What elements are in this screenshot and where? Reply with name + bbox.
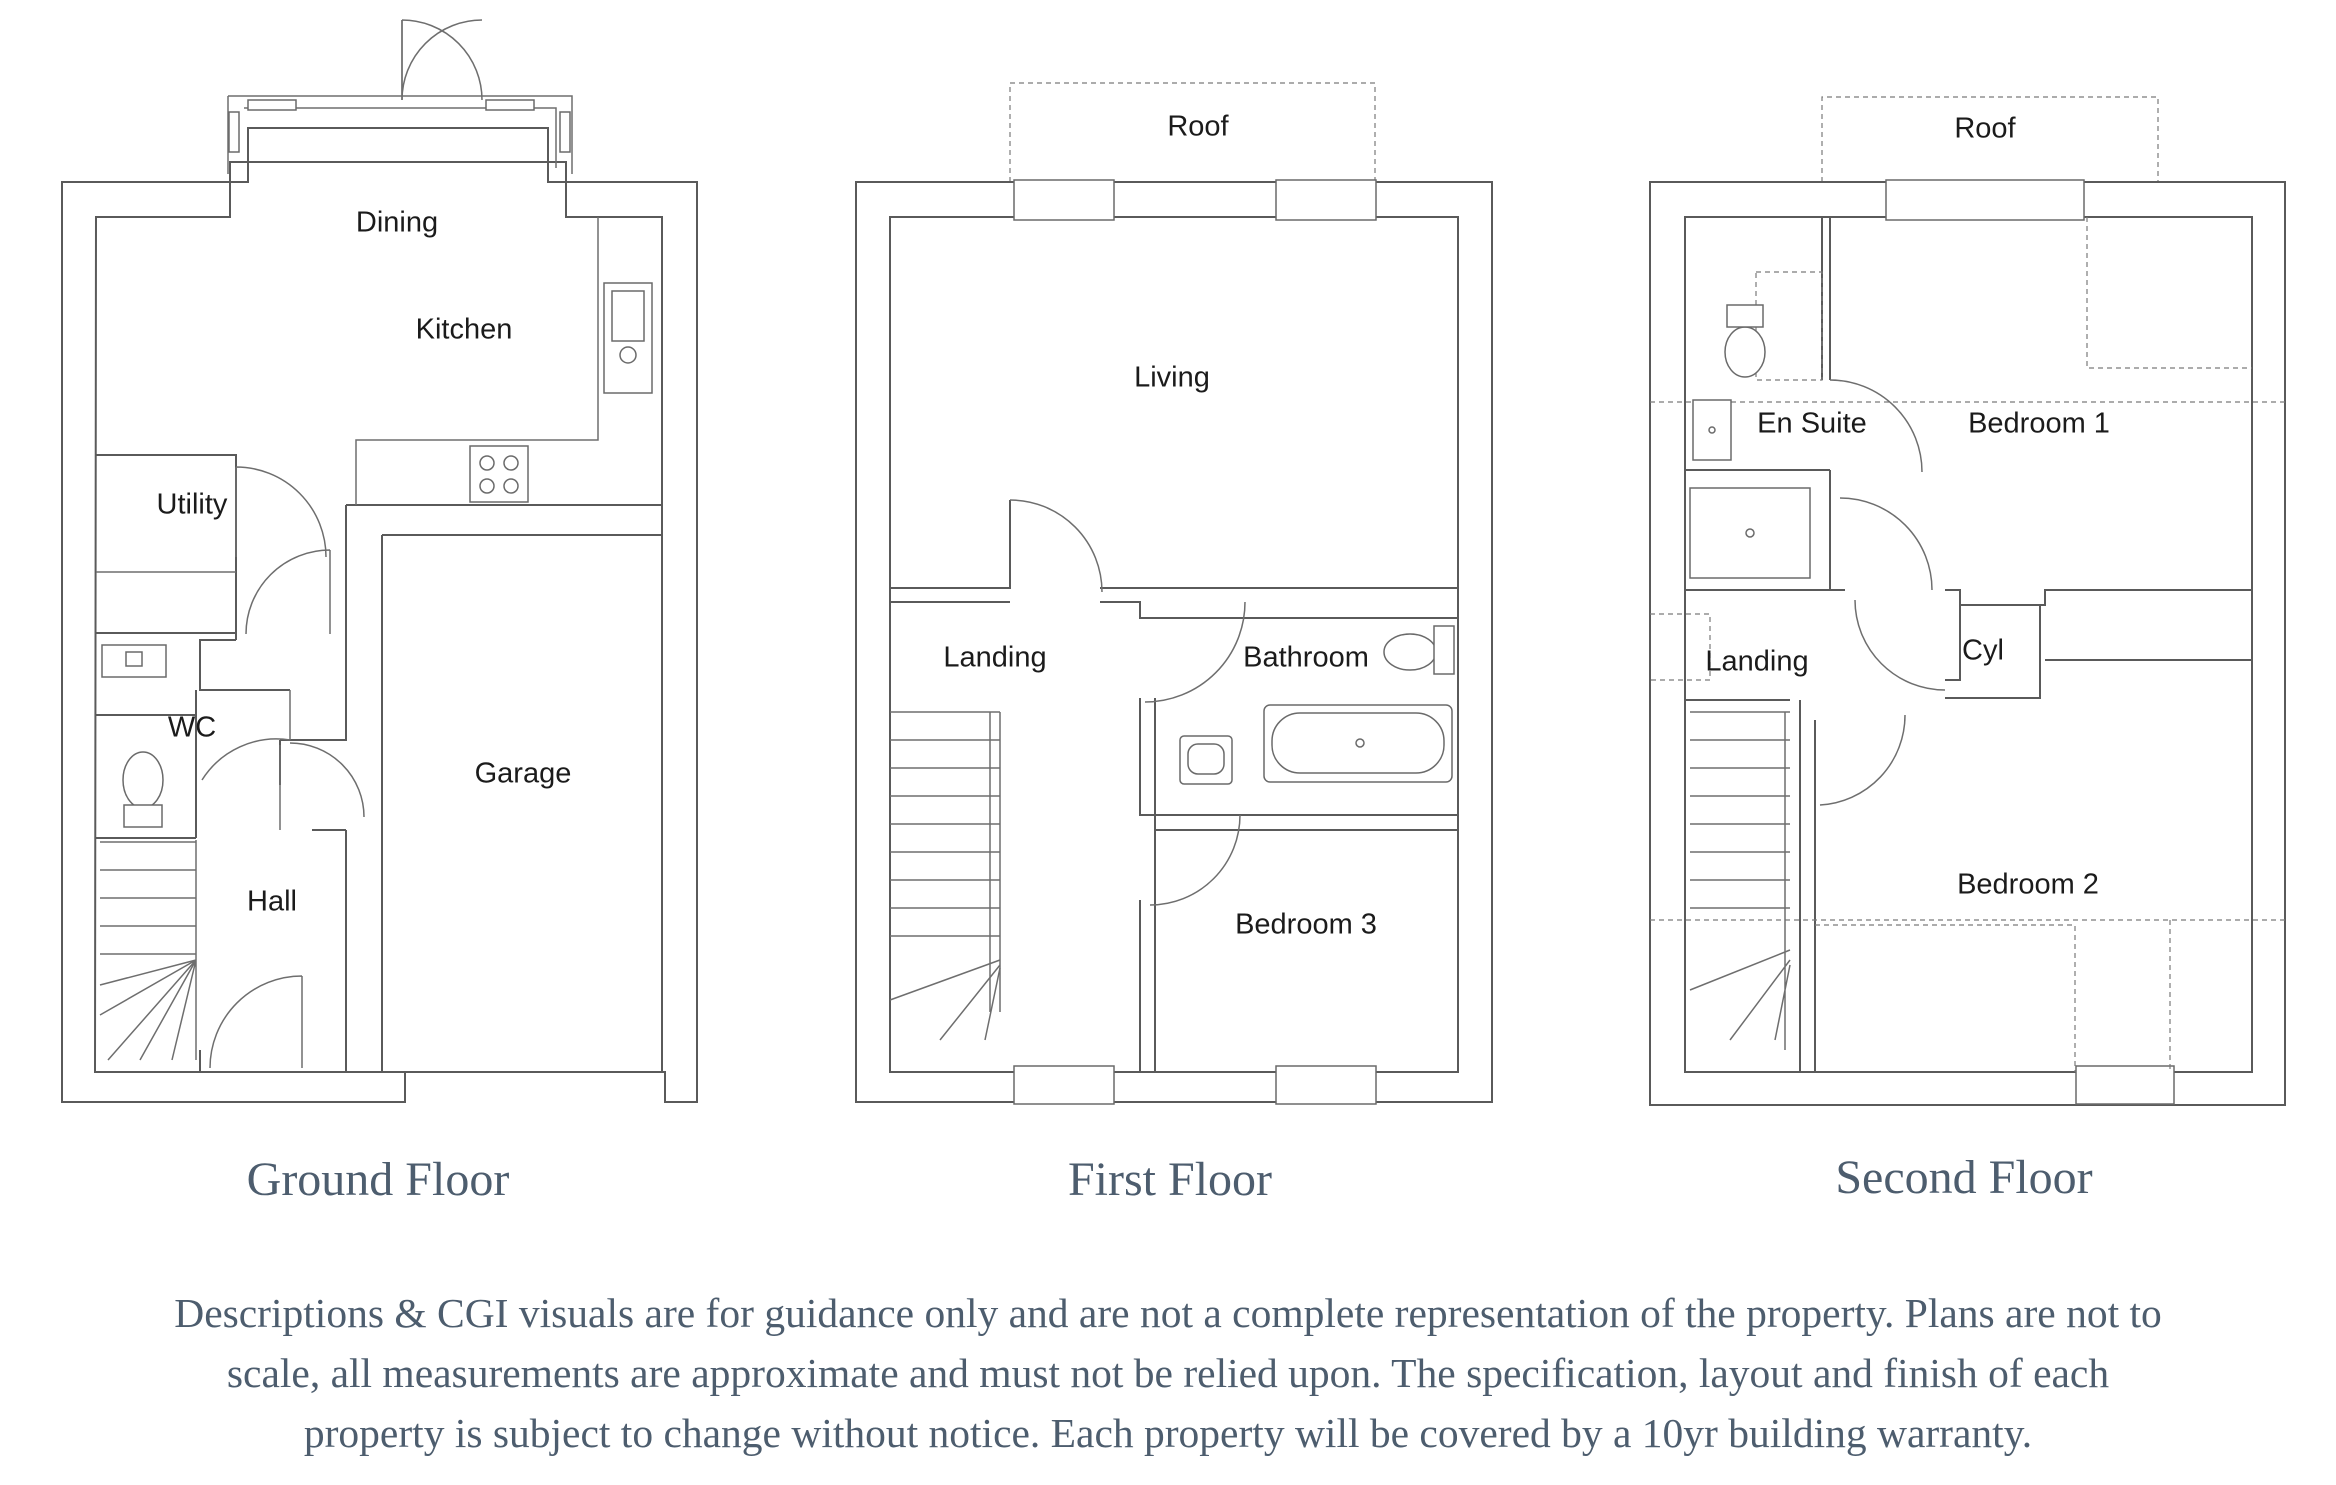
room-label-landing-second: Landing: [1705, 646, 1808, 678]
floor-title-second: Second Floor: [1835, 1151, 2093, 1204]
ground-floor-plan: Dining Kitchen Utility WC Garage Hall: [61, 19, 698, 1103]
disclaimer-line-2: scale, all measurements are approximate …: [226, 1350, 2110, 1396]
second-floor-plan: Roof En Suite Bedroom 1 Landing Cyl Bedr…: [1649, 96, 2286, 1106]
floor-title-first: First Floor: [1067, 1153, 1273, 1206]
first-floor-walls: [855, 82, 1493, 1105]
first-floor-plan: Roof Living Landing Bathroom Bedroom 3: [855, 82, 1493, 1105]
room-label-bedroom-2: Bedroom 2: [1957, 869, 2099, 901]
room-label-landing-first: Landing: [943, 642, 1046, 674]
room-label-roof-second: Roof: [1954, 113, 2016, 145]
room-label-dining: Dining: [356, 207, 438, 239]
room-label-wc: WC: [168, 712, 216, 744]
floor-title-ground: Ground Floor: [246, 1153, 510, 1206]
room-label-hall: Hall: [247, 886, 297, 918]
second-floor-walls: [1649, 96, 2286, 1106]
room-label-en-suite: En Suite: [1757, 408, 1867, 440]
room-label-roof-first: Roof: [1167, 111, 1229, 143]
room-label-bathroom: Bathroom: [1243, 642, 1369, 674]
room-label-cyl: Cyl: [1962, 635, 2004, 667]
disclaimer-text: Descriptions & CGI visuals are for guida…: [0, 1283, 2336, 1463]
room-label-utility: Utility: [157, 489, 228, 521]
room-label-bedroom-1: Bedroom 1: [1968, 408, 2110, 440]
room-label-garage: Garage: [475, 758, 572, 790]
room-label-living: Living: [1134, 362, 1210, 394]
ground-floor-walls: [61, 19, 698, 1103]
room-label-kitchen: Kitchen: [416, 314, 513, 346]
disclaimer-line-1: Descriptions & CGI visuals are for guida…: [174, 1290, 2162, 1336]
disclaimer-line-3: property is subject to change without no…: [303, 1410, 2033, 1456]
room-label-bedroom-3: Bedroom 3: [1235, 909, 1377, 941]
